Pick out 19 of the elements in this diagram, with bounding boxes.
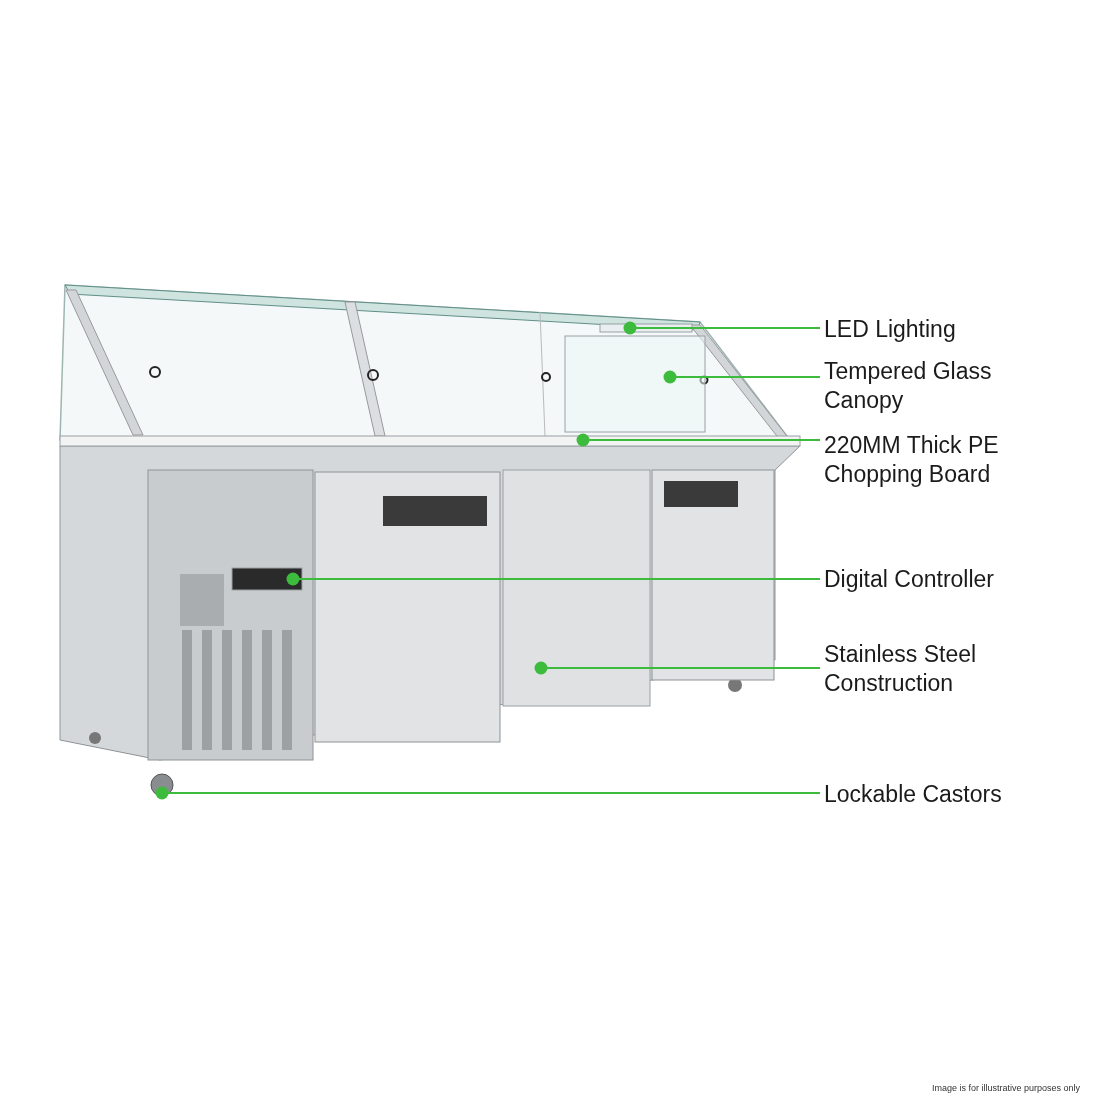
leader-line bbox=[623, 321, 821, 335]
leader-line bbox=[155, 786, 821, 800]
leader-line bbox=[286, 572, 821, 586]
callout-label: Lockable Castors bbox=[824, 780, 1039, 809]
callout-label: Tempered Glass Canopy bbox=[824, 357, 1039, 415]
glass-panel bbox=[564, 335, 706, 433]
callout-label: Digital Controller bbox=[824, 565, 1039, 594]
leader-line bbox=[663, 370, 821, 384]
leader-line bbox=[534, 661, 821, 675]
castor-wheel bbox=[150, 773, 174, 797]
callout-label: Stainless Steel Construction bbox=[824, 640, 1039, 698]
callout-label: LED Lighting bbox=[824, 315, 1039, 344]
door-panel bbox=[502, 469, 651, 707]
disclaimer-note: Image is for illustrative purposes only bbox=[931, 1083, 1080, 1093]
chopping-board bbox=[59, 435, 801, 447]
light-strip bbox=[599, 323, 693, 333]
callout-label: 220MM Thick PE Chopping Board bbox=[824, 431, 1039, 489]
leader-line bbox=[576, 433, 821, 447]
controller-display bbox=[231, 567, 303, 591]
